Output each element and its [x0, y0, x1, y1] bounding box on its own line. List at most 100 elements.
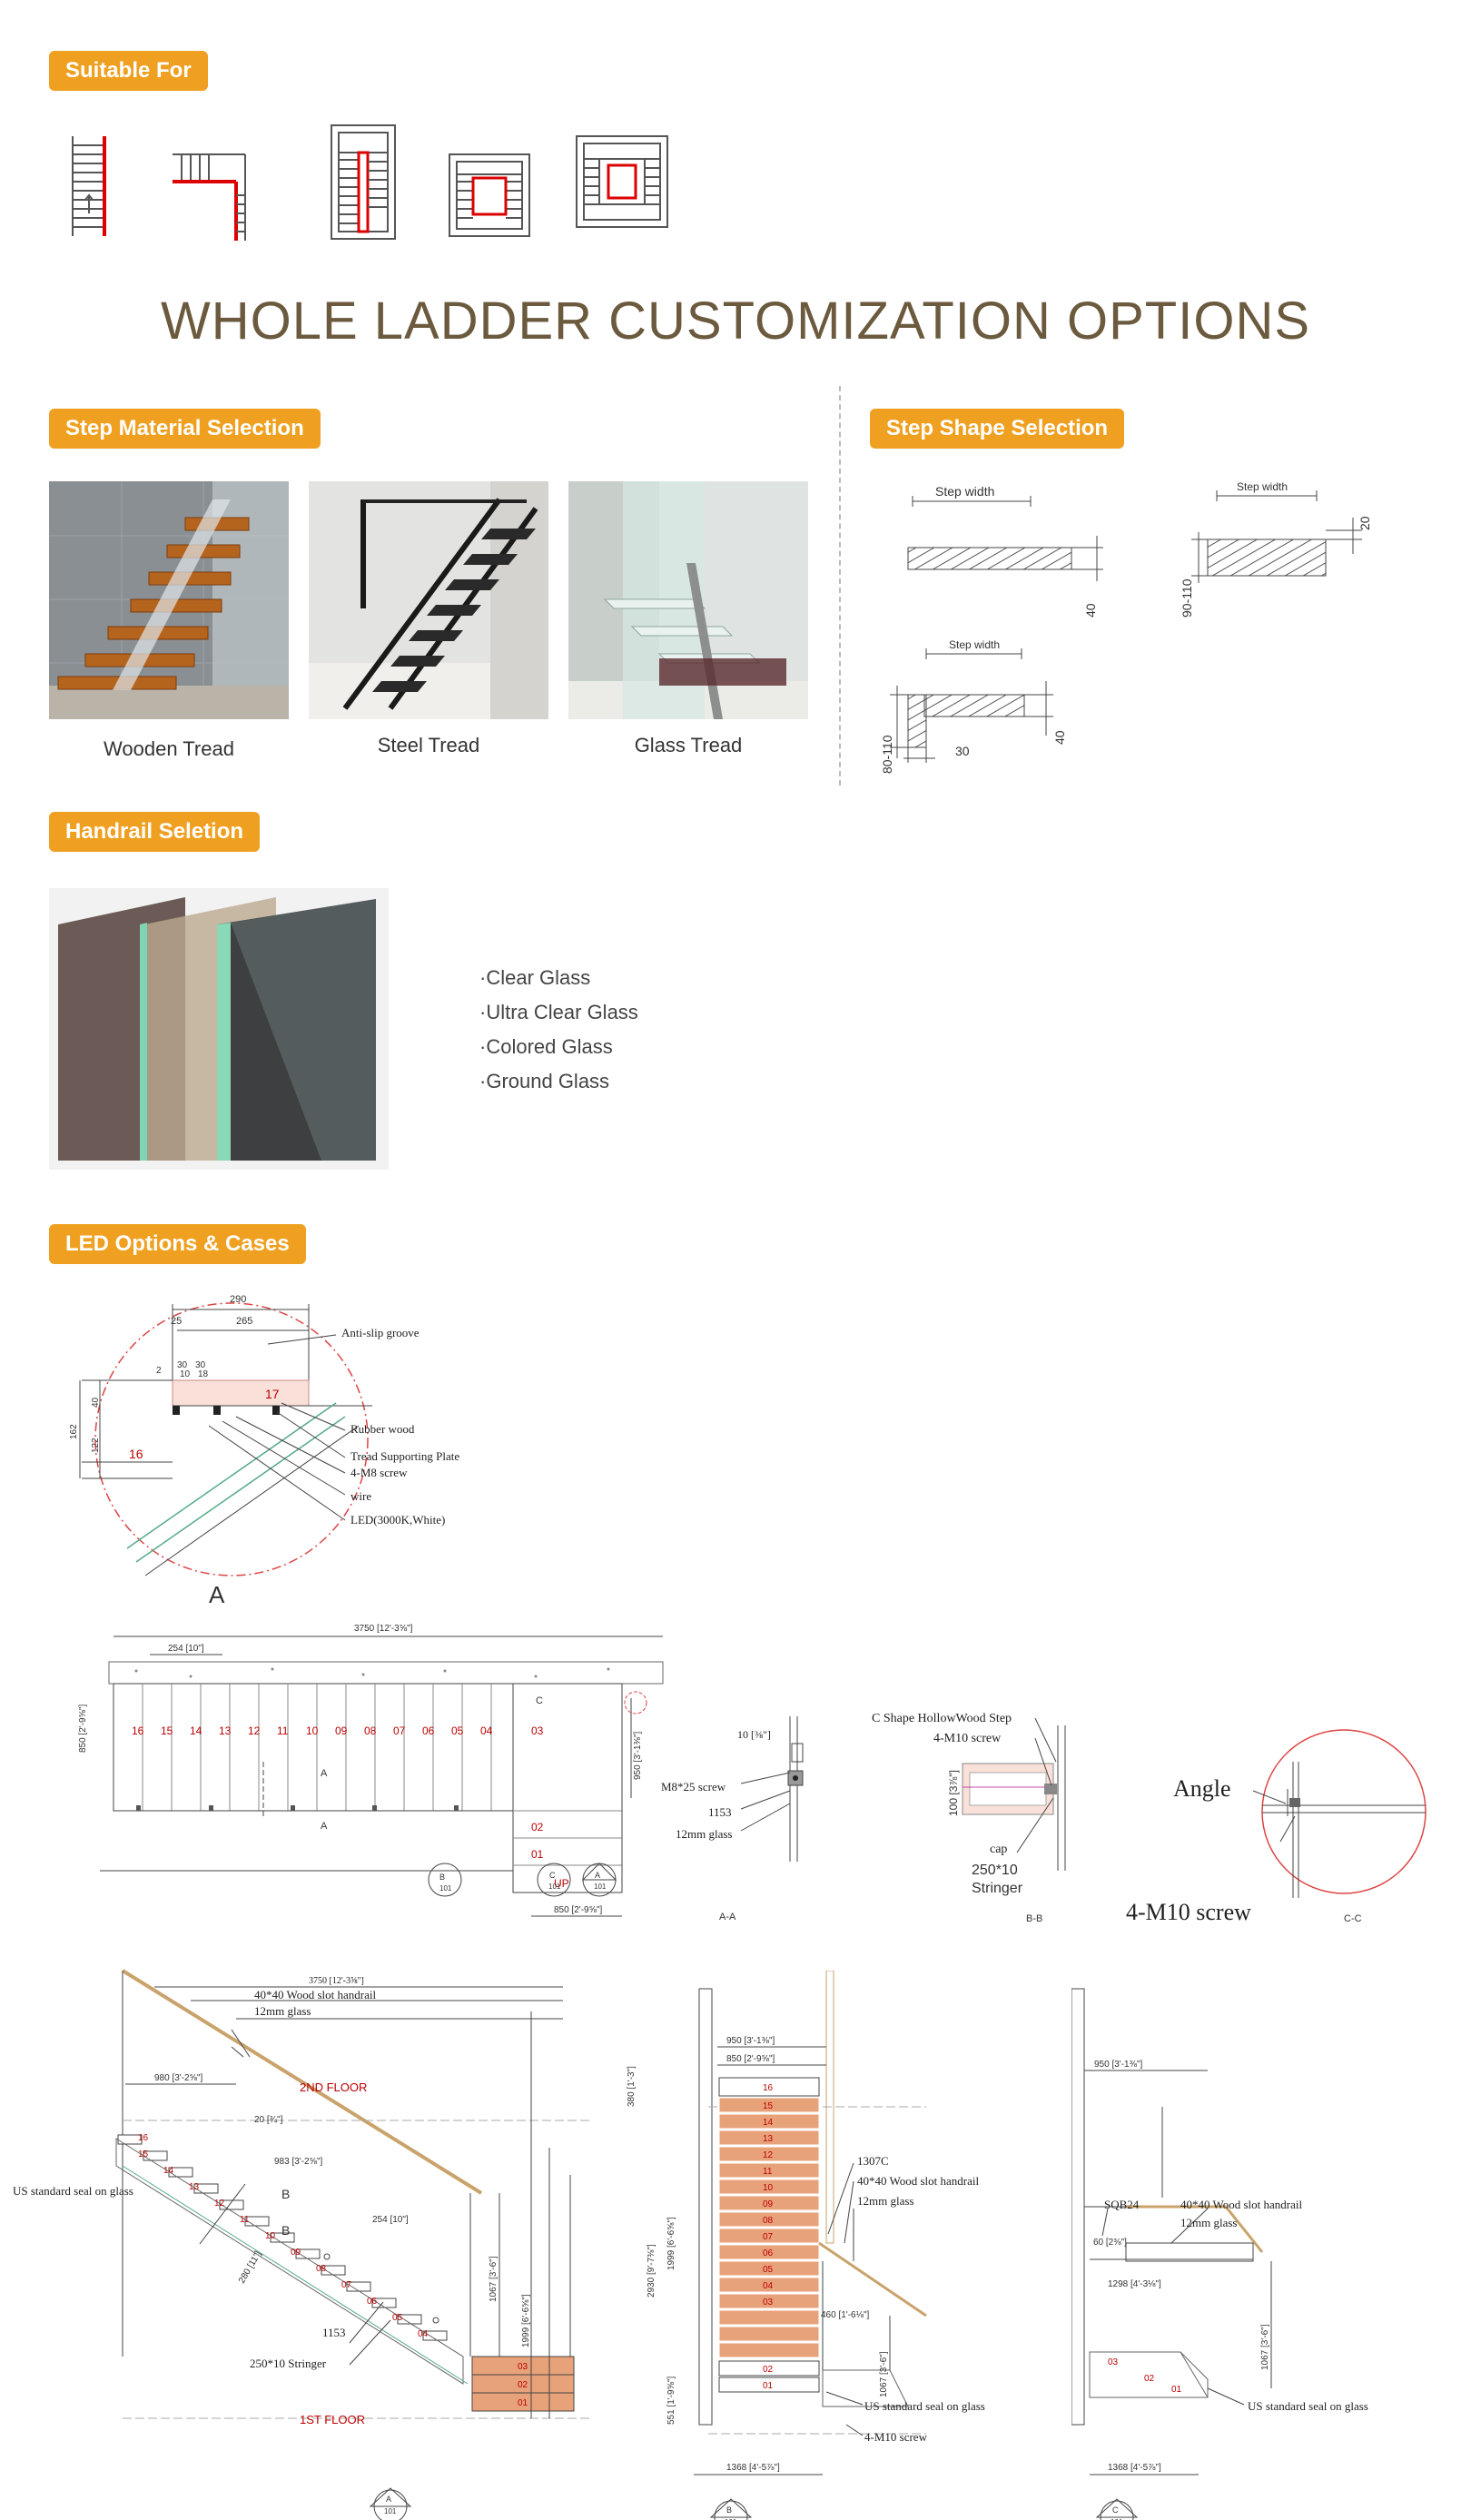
eb-step-16: 16 [763, 2083, 774, 2093]
bb-label-250x10: 250*10 [972, 1863, 1018, 1878]
eb-label-950: 950 [3'-1⅜"] [726, 2036, 775, 2046]
plan-mark-b-sheet: 101 [439, 1884, 452, 1892]
aa-label-10: 10 [⅜"] [737, 1728, 771, 1741]
plan-step-03: 03 [531, 1724, 544, 1737]
shape2-top-label: 20 [1357, 516, 1372, 530]
ec-label-950: 950 [3'-1⅜"] [1094, 2060, 1142, 2070]
dim-18: 18 [198, 1369, 209, 1379]
plan-a-label-2: A [321, 1821, 328, 1832]
ea-label-280: 280 [11"] [237, 2249, 263, 2285]
ea-step-14: 14 [163, 2166, 174, 2176]
eb-label-1999: 1999 [6'-6⅝"] [666, 2217, 676, 2270]
eb-label-handrail: 40*40 Wood slot handrail [857, 2174, 980, 2188]
section-cc-drawing: Angle 4-M10 screw C-C [1126, 1729, 1427, 1925]
eb-label-551: 551 [1'-9⅝"] [666, 2377, 676, 2425]
vertical-divider [839, 386, 841, 786]
shape3-lip-label: 30 [955, 744, 970, 758]
elevation-a-drawing: 3750 [12'-3⅝"] 40*40 Wood slot handrail … [13, 1969, 590, 2520]
plan-850-dim: 850 [2'-9⅝"] [78, 1705, 88, 1753]
dim-25: 25 [171, 1316, 182, 1327]
ea-step-12: 12 [214, 2199, 225, 2209]
label-4m8-screw: 4-M8 screw [350, 1466, 408, 1479]
eb-label-4m10: 4-M10 screw [864, 2430, 928, 2444]
label-led: LED(3000K,White) [350, 1513, 445, 1527]
label-anti-slip: Anti-slip groove [341, 1326, 420, 1339]
ea-label-stringer: 250*10 Stringer [250, 2357, 327, 2370]
ea-step-06: 06 [367, 2297, 378, 2307]
ea-step-02: 02 [518, 2380, 528, 2390]
glass-samples-image [49, 888, 389, 1170]
plan-mark-c: C [549, 1871, 556, 1880]
ec-label-1067: 1067 [3'-6"] [1260, 2324, 1270, 2370]
aa-label-12mm-glass: 12mm glass [676, 1827, 732, 1841]
ea-label-2nd-floor: 2ND FLOOR [300, 2080, 367, 2094]
eb-label-1368: 1368 [4'-5⅞"] [726, 2463, 780, 2473]
plan-step-07: 07 [393, 1724, 406, 1737]
square-well-stair-icon [449, 153, 530, 237]
plan-view-drawing: 3750 [12'-3⅝"] 254 [10"] 850 [2'-9⅝"] 95… [78, 1624, 664, 1917]
plan-a-label-1: A [321, 1768, 328, 1779]
glass-tread-caption: Glass Tread [634, 734, 743, 756]
section-bb-title: B-B [1026, 1913, 1042, 1924]
eb-step-11: 11 [763, 2167, 773, 2177]
ea-step-10: 10 [265, 2231, 276, 2241]
eb-step-01: 01 [763, 2381, 774, 2391]
ec-label-sqb24: SQB24 [1104, 2198, 1140, 2211]
label-wire: wire [350, 1489, 371, 1503]
step-17: 17 [265, 1387, 280, 1401]
elevation-b-drawing: 950 [3'-1⅜"] 850 [2'-9⅝"] 1307C 40*40 Wo… [627, 1971, 985, 2520]
cc-label-angle: Angle [1173, 1775, 1231, 1802]
eb-step-10: 10 [763, 2183, 774, 2193]
handrail-badge: Handrail Seletion [49, 812, 261, 852]
glass-option-colored: ·Colored Glass [479, 1035, 613, 1058]
section-aa-title: A-A [719, 1912, 736, 1922]
plan-step-01: 01 [531, 1848, 544, 1861]
square-well-stair-icon-2 [576, 135, 668, 228]
bb-label-4m10: 4-M10 screw [933, 1732, 1002, 1745]
plan-total-dim: 3750 [12'-3⅝"] [354, 1624, 413, 1634]
bb-label-cap: cap [990, 1843, 1007, 1856]
step-16: 16 [129, 1447, 143, 1461]
ec-label-1298: 1298 [4'-3⅛"] [1108, 2279, 1161, 2289]
plan-step-02: 02 [531, 1821, 544, 1833]
glass-option-ultra-clear: ·Ultra Clear Glass [479, 1001, 638, 1023]
ea-label-983: 983 [3'-2⅝"] [274, 2157, 322, 2167]
eb-label-seal: US standard seal on glass [864, 2399, 985, 2413]
ea-label-seal: US standard seal on glass [13, 2184, 133, 2198]
step-material-badge: Step Material Selection [49, 409, 321, 449]
straight-stair-icon [72, 136, 106, 236]
ea-step-11: 11 [240, 2215, 250, 2225]
flat-step-shape [907, 496, 1103, 581]
plan-step-06: 06 [422, 1724, 435, 1737]
ea-label-1067: 1067 [3'-6"] [489, 2256, 499, 2302]
ea-mark-letter: A [386, 2495, 391, 2504]
eb-mark-letter: B [726, 2505, 732, 2515]
eb-label-380: 380 [1'-3"] [627, 2066, 637, 2107]
eb-step-04: 04 [763, 2281, 774, 2291]
plan-step-15: 15 [161, 1724, 173, 1737]
ea-step-07: 07 [341, 2280, 352, 2290]
bb-label-c-shape: C Shape HollowWood Step [872, 1712, 1012, 1725]
ea-mark-sheet: 101 [384, 2507, 397, 2515]
shape3-width-label: Step width [949, 638, 1000, 651]
ec-step-02: 02 [1144, 2374, 1155, 2384]
ea-label-1st-floor: 1ST FLOOR [300, 2413, 365, 2426]
eb-step-14: 14 [763, 2118, 774, 2128]
glass-options-list: ·Clear Glass ·Ultra Clear Glass ·Colored… [479, 961, 638, 1099]
ea-step-01: 01 [518, 2398, 528, 2408]
plan-254-dim: 254 [10"] [168, 1644, 204, 1654]
c-shape-step [890, 648, 1053, 763]
dim-40: 40 [91, 1397, 101, 1408]
label-support-plate: Tread Supporting Plate [350, 1449, 459, 1463]
dim-10: 10 [180, 1369, 191, 1379]
section-aa-drawing: 10 [⅜"] M8*25 screw 1153 12mm glass A-A [661, 1716, 804, 1922]
eb-label-glass: 12mm glass [857, 2194, 913, 2208]
led-badge: LED Options & Cases [49, 1224, 306, 1264]
shape2-height-label: 90-110 [1180, 578, 1194, 618]
plan-step-09: 09 [335, 1724, 348, 1737]
plan-step-04: 04 [480, 1724, 493, 1737]
glass-option-clear: ·Clear Glass [479, 966, 591, 989]
steel-tread-caption: Steel Tread [377, 734, 480, 756]
plan-step-14: 14 [190, 1724, 202, 1737]
l-shape-stair-icon [173, 153, 246, 241]
